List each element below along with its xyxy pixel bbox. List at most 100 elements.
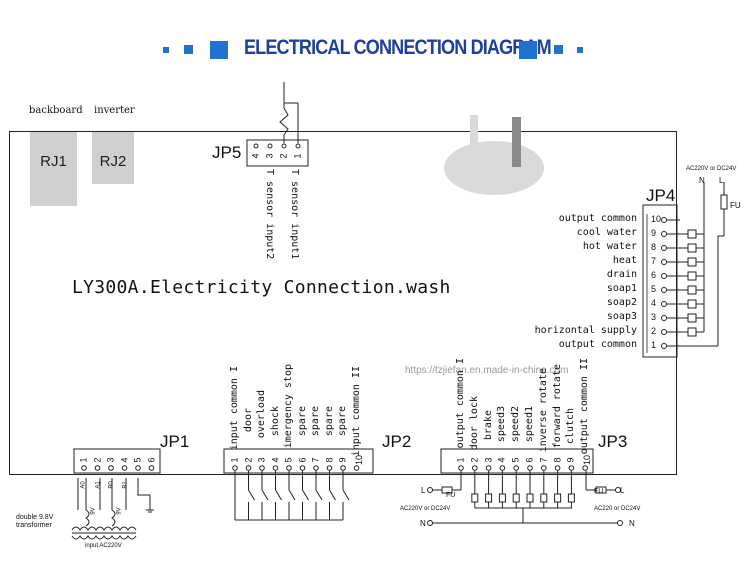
jp3-pin-number: 5 bbox=[510, 457, 521, 463]
jp3-left-fu: FU bbox=[446, 492, 456, 499]
jp4-pin-number: 1 bbox=[651, 340, 657, 350]
jp2-pin-number: 3 bbox=[256, 457, 267, 463]
jp2-pin-dot bbox=[340, 465, 346, 471]
rj1-port: RJ1 bbox=[30, 131, 77, 206]
jp3-pin-number: 8 bbox=[552, 457, 563, 463]
jp2-signal-label: spare bbox=[337, 406, 348, 437]
jp3-signal-label: speed1 bbox=[524, 406, 535, 443]
jp2-pin-number: 10 bbox=[353, 454, 364, 466]
jp3-pin-number: 4 bbox=[496, 457, 507, 463]
jp1-pin-number: 5 bbox=[132, 457, 143, 463]
jp1-label: JP1 bbox=[160, 432, 190, 451]
jp3-fuse-right bbox=[595, 486, 607, 494]
jp3-pin-number: 6 bbox=[524, 457, 535, 463]
decor-square bbox=[210, 41, 228, 59]
jp3-signal-label: forward rotate bbox=[551, 364, 563, 449]
jp1-wire-label: B1 bbox=[122, 481, 129, 489]
sensor-label: T sensor input2 bbox=[264, 169, 275, 260]
jp2-pin-number: 8 bbox=[324, 457, 335, 463]
jp4-signal-label: cool water bbox=[576, 227, 637, 238]
jp4-fuse bbox=[720, 194, 728, 210]
jp3-pin-dot bbox=[554, 465, 561, 471]
drum-shape bbox=[444, 141, 544, 195]
jp3-output-group bbox=[427, 471, 623, 526]
jp3-signal-label: door lock bbox=[468, 396, 480, 451]
jp2-pin-number: 9 bbox=[337, 457, 348, 463]
inverter-label: inverter bbox=[94, 105, 135, 116]
jp2-signal-label: shock bbox=[269, 406, 281, 437]
jp2-pin-dot bbox=[232, 465, 238, 471]
jp3-relay bbox=[498, 493, 506, 503]
jp4-pin-number: 5 bbox=[651, 284, 657, 294]
jp2-pin-number: 7 bbox=[310, 457, 321, 463]
jp4-signal-label: hot water bbox=[582, 241, 637, 252]
jp3-label: JP3 bbox=[598, 432, 628, 451]
sensor-wire bbox=[279, 82, 289, 143]
transformer-label: double 9.8V transformer bbox=[16, 514, 54, 529]
jp2-pin-dot bbox=[245, 465, 252, 471]
jp1-box bbox=[73, 448, 161, 474]
jp3-relay bbox=[512, 493, 520, 503]
jp2-signal-label: imergency stop bbox=[283, 364, 294, 449]
decor-square bbox=[554, 45, 563, 54]
jp3-pin-dot bbox=[499, 465, 506, 471]
jp3-pin-number: 1 bbox=[455, 457, 466, 463]
jp4-signal-label: soap3 bbox=[606, 311, 637, 322]
jp4-signal-label: drain bbox=[606, 269, 637, 280]
jp3-right-fu: FU bbox=[594, 488, 604, 495]
jp3-relay bbox=[554, 493, 562, 503]
jp5-label: JP5 bbox=[212, 143, 242, 162]
jp2-switch-group bbox=[234, 471, 350, 521]
jp4-n-label: N bbox=[699, 176, 705, 185]
drum-shaft-dark bbox=[512, 117, 521, 167]
jp3-pin-number: 9 bbox=[565, 457, 576, 463]
jp1-pin-dot bbox=[81, 465, 87, 471]
transformer-input-label: input AC220V bbox=[85, 543, 122, 549]
jp2-pin-group bbox=[232, 465, 360, 471]
jp3-pin-dot bbox=[541, 465, 547, 471]
jp3-pin-dot bbox=[513, 465, 520, 471]
jp5-pin: 2 bbox=[278, 153, 289, 159]
jp5-pin: 4 bbox=[250, 153, 261, 159]
jp4-pin-dot bbox=[661, 273, 667, 279]
rj1-label: RJ1 bbox=[40, 153, 67, 170]
jp3-pin-dot bbox=[485, 465, 492, 471]
jp1-coil-label: 9V bbox=[90, 507, 97, 515]
watermark: https://tzjiefan.en.made-in-china.com bbox=[405, 365, 569, 376]
jp4-label: JP4 bbox=[646, 186, 676, 205]
jp3-pin-number: 10 bbox=[582, 454, 593, 466]
jp2-signal-label: input common II bbox=[350, 366, 362, 457]
jp3-left-supply: AC220V or DC24V bbox=[400, 506, 451, 512]
jp1-wire-label: A1 bbox=[95, 481, 102, 489]
jp3-signal-label: clutch bbox=[565, 408, 577, 445]
jp3-pin-number: 2 bbox=[469, 457, 480, 463]
jp3-relay bbox=[526, 493, 534, 503]
jp4-relay bbox=[687, 299, 697, 309]
jp4-relay bbox=[687, 229, 697, 239]
jp1-wire-label: A0 bbox=[80, 481, 87, 489]
jp1-pin-group bbox=[81, 465, 155, 471]
jp4-pin-dot bbox=[661, 245, 667, 251]
jp3-pin-number: 3 bbox=[483, 457, 494, 463]
jp4-pin-number: 8 bbox=[651, 242, 657, 252]
decor-square bbox=[519, 41, 537, 59]
jp2-signal-label: overload bbox=[256, 390, 267, 439]
backboard-label: backboard bbox=[29, 105, 83, 116]
jp5-pin-dot bbox=[281, 143, 287, 149]
jp2-box bbox=[223, 448, 374, 474]
jp2-pin-dot bbox=[326, 465, 333, 471]
jp4-pin-number: 10 bbox=[651, 214, 662, 224]
jp2-signal-label: door bbox=[242, 408, 254, 433]
decor-square bbox=[577, 47, 583, 53]
jp4-pin-number: 9 bbox=[651, 228, 657, 238]
jp4-relay bbox=[687, 257, 697, 267]
jp1-pin-number: 1 bbox=[78, 457, 89, 463]
jp3-pin-dot bbox=[527, 465, 533, 471]
jp3-right-n: N bbox=[629, 519, 635, 528]
jp3-signal-label: output common II bbox=[579, 358, 591, 455]
jp2-pin-number: 4 bbox=[270, 457, 281, 463]
jp5-box bbox=[246, 139, 309, 167]
header-banner: ELECTRICAL CONNECTION DIAGRAM bbox=[0, 30, 750, 70]
jp2-label: JP2 bbox=[382, 432, 412, 451]
